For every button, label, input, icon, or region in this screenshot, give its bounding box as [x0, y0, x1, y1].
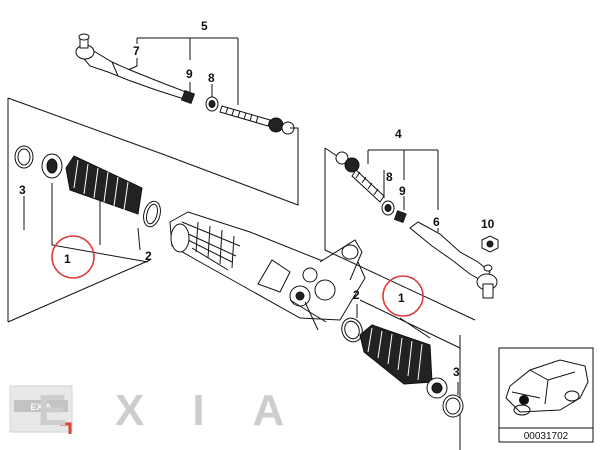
upper-tie-rod-assembly [75, 33, 299, 206]
reference-number: 00031702 [524, 431, 569, 442]
highlight-circle-right [382, 275, 424, 317]
highlight-circle-left [51, 235, 95, 279]
callout-6: 6 [433, 215, 440, 229]
callout-3-right: 3 [453, 365, 460, 379]
callout-8-right: 8 [386, 170, 393, 184]
location-marker [519, 395, 529, 405]
outer-tie-rod-end-upper [75, 33, 187, 100]
right-boot-assembly [341, 299, 464, 450]
watermark: EXIA EXIA [9, 385, 333, 435]
callout-9-right: 9 [399, 184, 406, 198]
callout-2-right: 2 [353, 288, 360, 302]
callout-2-left: 2 [145, 249, 152, 263]
steering-rack-body [169, 211, 366, 331]
callout-8-upper: 8 [208, 71, 215, 85]
bellows-boot-right [359, 324, 433, 385]
svg-text:EXIA: EXIA [30, 402, 52, 412]
left-boot-assembly [7, 97, 166, 323]
callout-3-left: 3 [19, 183, 26, 197]
watermark-logo: EXIA [9, 385, 73, 434]
callout-4: 4 [395, 127, 402, 141]
callout-9-upper: 9 [186, 67, 193, 81]
inner-tie-rod-upper [219, 105, 295, 135]
right-tie-rod-assembly [324, 147, 499, 321]
inner-tie-rod-right [335, 151, 385, 203]
callout-7: 7 [133, 44, 140, 58]
outer-tie-rod-end-right [409, 221, 498, 299]
callout-10: 10 [481, 217, 495, 231]
callout-5: 5 [201, 19, 208, 33]
callout-1-right: 1 [398, 291, 405, 305]
callout-1-left: 1 [64, 252, 71, 266]
jam-nut-right [393, 210, 407, 224]
jam-nut-upper [180, 89, 196, 105]
bellows-boot-left [65, 155, 143, 215]
watermark-text: EXIA [38, 386, 333, 435]
car-locator-inset: 00031702 [498, 347, 594, 443]
